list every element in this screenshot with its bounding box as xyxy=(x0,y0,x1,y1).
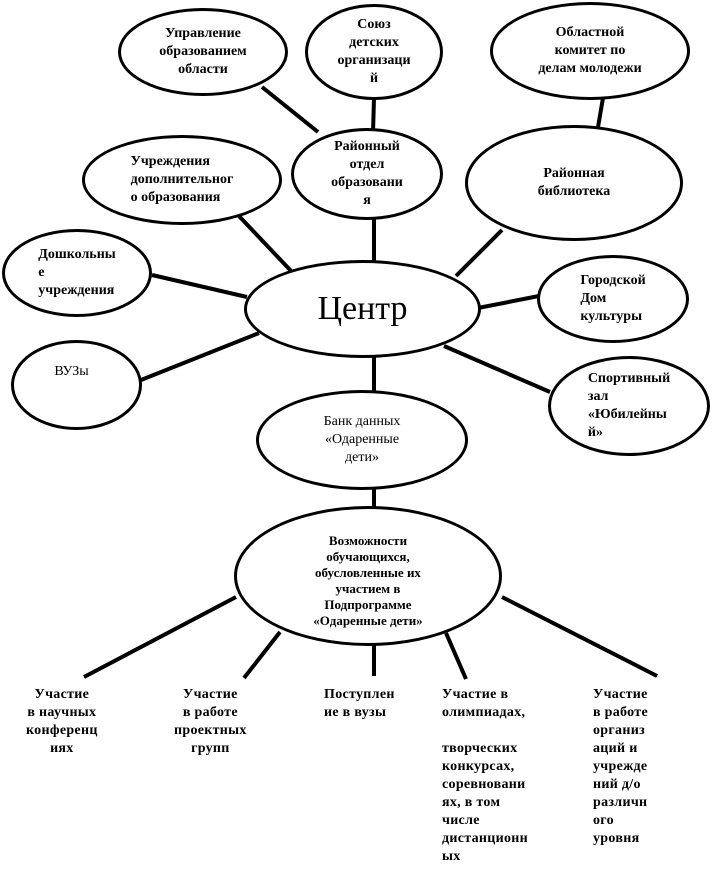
connector-additional-education xyxy=(236,213,294,274)
node-sports-hall: Спортивный зал «Юбилейны й» xyxy=(548,356,710,456)
node-label: Городской Дом культуры xyxy=(580,273,646,324)
node-children-orgs-union: Союз детских организаци й xyxy=(305,4,443,100)
node-center: Центр xyxy=(244,260,481,358)
connector-universities xyxy=(140,331,260,382)
node-label: Союз детских организаци й xyxy=(337,17,411,86)
connector-children-union xyxy=(371,97,376,134)
outcome-scientific-conferences: Участие в научных конференц иях xyxy=(26,687,98,756)
connector-house-of-culture xyxy=(477,294,540,310)
node-label: Управление образованием области xyxy=(159,26,247,77)
connector-outcome-projects xyxy=(242,630,282,680)
node-district-education-dept: Районный отдел образовани я xyxy=(291,128,443,220)
outcome-olympiads: Участие в олимпиадах, творческих конкурс… xyxy=(442,687,529,864)
node-label: Учреждения дополнительног о образования xyxy=(130,154,234,205)
center-label: Центр xyxy=(317,290,408,327)
node-label: Спортивный зал «Юбилейны й» xyxy=(587,371,671,440)
node-opportunities: Возможности обучающихся, обусловленные и… xyxy=(234,506,502,646)
node-universities: ВУЗы xyxy=(11,340,142,430)
outcome-organizations-work: Участие в работе организ аций и учрежде … xyxy=(593,687,648,846)
connector-library xyxy=(454,228,504,278)
connector-outcome-olympiads xyxy=(444,632,468,680)
connector-sports-hall xyxy=(443,344,551,394)
node-additional-education: Учреждения дополнительног о образования xyxy=(82,135,282,225)
connector-preschool xyxy=(151,273,248,299)
outcome-university-admission: Поступлен ие в вузы xyxy=(324,687,395,720)
node-preschool: Дошкольны е учреждения xyxy=(2,229,152,317)
node-district-library: Районная библиотека xyxy=(465,125,683,241)
connector-outcome-conferences xyxy=(83,595,237,679)
node-label: Районный отдел образовани я xyxy=(331,139,403,208)
node-house-of-culture: Городской Дом культуры xyxy=(537,255,689,343)
node-regional-youth-committee: Областной комитет по делам молодежи xyxy=(490,2,690,100)
node-label: Дошкольны е учреждения xyxy=(38,247,116,298)
node-label: Районная библиотека xyxy=(537,166,611,199)
outcome-project-groups: Участие в работе проектных групп xyxy=(174,687,247,756)
connector-education-admin xyxy=(260,85,320,134)
node-label: Банк данных «Одаренные дети» xyxy=(323,414,401,465)
node-regional-education-dept: Управление образованием области xyxy=(118,8,288,96)
node-label: Областной комитет по делам молодежи xyxy=(538,25,642,76)
node-label: Возможности обучающихся, обусловленные и… xyxy=(313,533,423,628)
connector-outcome-organizations xyxy=(501,595,658,678)
node-label: ВУЗы xyxy=(54,364,89,379)
node-data-bank: Банк данных «Одаренные дети» xyxy=(256,390,468,490)
